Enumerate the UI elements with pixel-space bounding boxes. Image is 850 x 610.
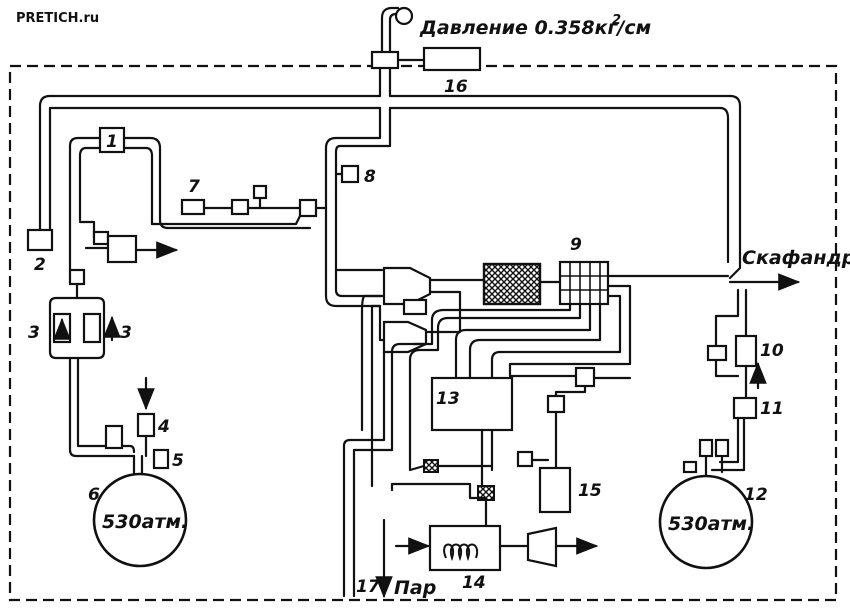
lower-manifold — [342, 284, 632, 598]
label-1: 1 — [106, 132, 118, 152]
element-16 — [422, 46, 482, 72]
left-tank-valves — [104, 376, 170, 476]
pressure-gauge — [380, 6, 414, 64]
label-3-right: 3 — [120, 323, 132, 343]
element-7-chain — [150, 184, 328, 226]
top-junction — [370, 50, 400, 70]
label-14: 14 — [462, 573, 486, 593]
label-8: 8 — [364, 167, 376, 187]
watermark: PRETICH.ru — [16, 11, 99, 26]
label-16: 16 — [444, 77, 468, 97]
label-6: 6 — [88, 485, 100, 505]
valve-left — [423, 459, 439, 473]
element-13 — [430, 376, 514, 432]
absorber-cartridge — [482, 262, 542, 306]
right-supply-line — [682, 288, 767, 480]
label-12: 12 — [744, 485, 768, 505]
label-11: 11 — [760, 399, 784, 419]
label-5: 5 — [172, 451, 184, 471]
element-8 — [340, 164, 360, 184]
element-1-group — [68, 126, 312, 272]
label-15: 15 — [578, 481, 602, 501]
label-9: 9 — [570, 235, 582, 255]
label-2: 2 — [34, 255, 46, 275]
central-lines — [324, 194, 384, 308]
pressure-label: Давление 0.358кг/см — [419, 17, 651, 39]
left-supply-line — [48, 268, 136, 458]
label-4: 4 — [157, 417, 170, 437]
steam-label: Пар — [394, 577, 436, 599]
left-tank-pressure: 530атм. — [102, 511, 188, 533]
right-oxygen-tank — [658, 474, 754, 570]
element-9 — [558, 260, 610, 306]
exhaust-branch — [78, 220, 179, 264]
capsule-boundary — [8, 64, 838, 602]
pressure-exponent: 2 — [612, 13, 621, 28]
label-13: 13 — [436, 389, 460, 409]
label-3-left: 3 — [28, 323, 40, 343]
compressors — [378, 266, 486, 354]
right-tank-pressure: 530атм. — [668, 513, 754, 535]
main-pipe-loop — [38, 66, 742, 280]
label-10: 10 — [760, 341, 784, 361]
outlet-label: Скафандр — [742, 247, 850, 269]
left-oxygen-tank — [92, 472, 188, 568]
label-7: 7 — [188, 177, 200, 197]
element-14 — [390, 482, 599, 572]
valve-line — [408, 464, 494, 472]
element-1 — [98, 126, 126, 154]
label-17: 17 — [356, 577, 380, 597]
element-2 — [26, 228, 54, 252]
element-15-group — [508, 366, 632, 514]
